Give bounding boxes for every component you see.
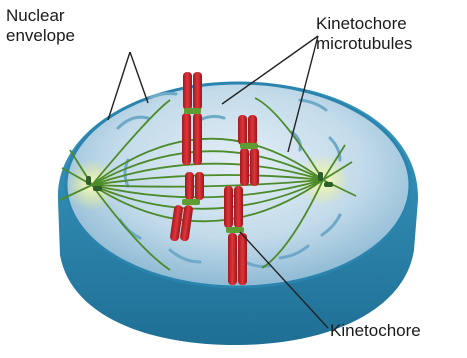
kinetochore-microtubules-label-line2: microtubules — [316, 34, 412, 54]
nuclear-envelope-label-line2: envelope — [6, 26, 75, 46]
kinetochore-microtubules-label: Kinetochore microtubules — [316, 14, 412, 54]
kinetochore-microtubules-label-line1: Kinetochore — [316, 14, 412, 34]
kinetochore-label: Kinetochore — [330, 321, 421, 341]
nuclear-envelope-label: Nuclear envelope — [6, 6, 75, 46]
chromosome-2 — [238, 115, 259, 186]
nuclear-envelope-label-line1: Nuclear — [6, 6, 75, 26]
